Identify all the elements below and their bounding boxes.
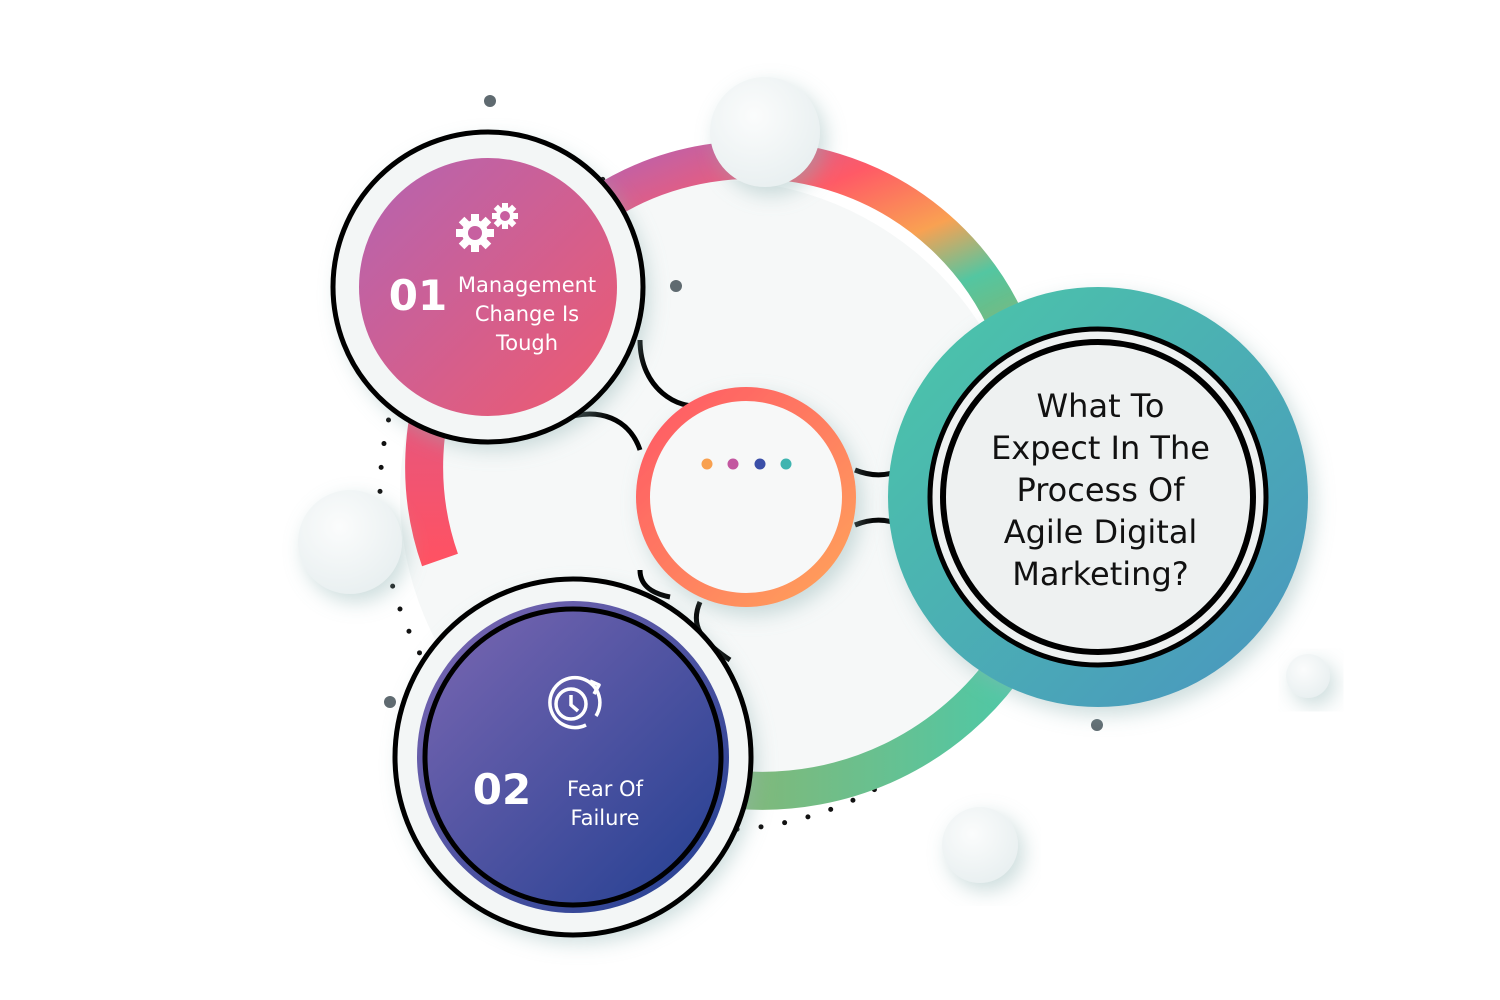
center-title-line: Process Of — [1016, 471, 1185, 509]
decor-ball — [1286, 654, 1330, 698]
item-01-line: Management — [457, 273, 597, 297]
item-02-number: 02 — [472, 765, 532, 814]
hub-dot-teal — [780, 458, 792, 470]
center-title-line: Agile Digital — [1003, 513, 1198, 551]
item-01-line: Tough — [495, 331, 559, 355]
item-02-line: Failure — [570, 806, 640, 830]
clock-refresh-icon — [548, 675, 602, 730]
center-title: What To Expect In The Process Of Agile D… — [958, 385, 1243, 595]
node-02 — [392, 576, 754, 938]
center-title-line: What To — [1036, 387, 1165, 425]
item-01-line: Change Is — [474, 302, 580, 326]
title-node — [888, 287, 1308, 707]
node-01 — [330, 129, 646, 445]
item-02-line: Fear Of — [567, 777, 643, 801]
hub — [636, 387, 856, 607]
item-02-label: Fear Of Failure — [540, 775, 670, 833]
hub-dot-purple — [727, 458, 739, 470]
decor-ball — [710, 77, 820, 187]
gears-icon — [456, 203, 518, 252]
decor-dot — [484, 95, 496, 107]
decor-ball — [298, 490, 402, 594]
hub-dot-blue — [754, 458, 766, 470]
center-title-line: Expect In The — [991, 429, 1210, 467]
item-01-label: Management Change Is Tough — [438, 271, 616, 358]
decor-dot — [1091, 719, 1103, 731]
item-01-number: 01 — [388, 271, 448, 320]
center-title-line: Marketing? — [1012, 555, 1189, 593]
hub-dot-orange — [701, 458, 713, 470]
decor-dot — [384, 696, 396, 708]
decor-ball — [942, 807, 1018, 883]
decor-dot — [670, 280, 682, 292]
